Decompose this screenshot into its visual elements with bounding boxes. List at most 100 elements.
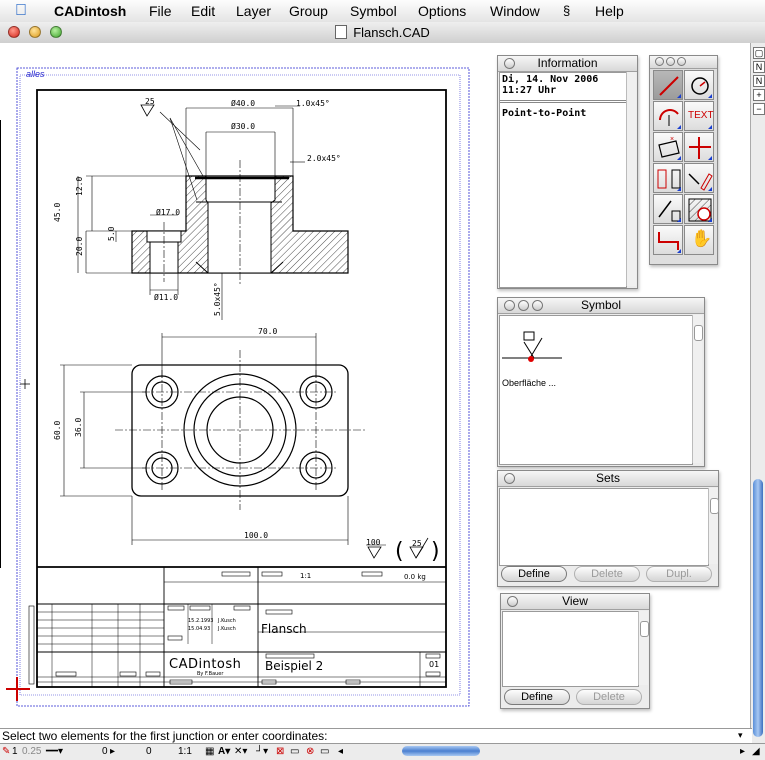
zoom-button[interactable]: [50, 26, 62, 38]
svg-text:5.0: 5.0: [107, 226, 116, 241]
sets-close-button[interactable]: [504, 473, 515, 484]
tools-min-button[interactable]: [666, 57, 675, 66]
line-style-icon[interactable]: ━━▾: [46, 746, 64, 757]
view-scrollbar[interactable]: [638, 611, 649, 685]
plus-icon[interactable]: +: [753, 89, 765, 101]
pan-tool[interactable]: ✋: [684, 225, 714, 255]
pen-number[interactable]: 1: [12, 746, 18, 757]
rectangle-tool[interactable]: ×: [653, 132, 683, 162]
arrow-icon: ▸: [110, 746, 116, 757]
value-field-1[interactable]: 0: [102, 746, 108, 757]
color-icon[interactable]: ⊗: [306, 746, 315, 757]
pen-icon[interactable]: ✎: [2, 746, 11, 757]
tb-scale: 1:1: [300, 572, 311, 580]
scroll-left-icon[interactable]: ◂: [338, 746, 344, 757]
window-title-bar: Flansch.CAD: [0, 22, 765, 44]
symbol-scrollbar[interactable]: [692, 315, 703, 463]
hatch-tool-icon: [688, 198, 712, 222]
top-view-dimensions: 70.0 100.0 60.0 36.0: [53, 327, 277, 540]
layer-icon[interactable]: ⊠: [276, 746, 285, 757]
scroll-right-icon[interactable]: ▸: [740, 746, 746, 757]
symbol-zoom-button[interactable]: [532, 300, 543, 311]
resize-grip-icon[interactable]: ◢: [752, 746, 760, 757]
sets-define-button[interactable]: Define: [501, 566, 567, 582]
grid-icon[interactable]: ▦: [205, 746, 215, 757]
svg-text:70.0: 70.0: [258, 327, 277, 336]
section-view: [77, 104, 349, 320]
menu-file[interactable]: File: [149, 3, 172, 19]
line-tool[interactable]: [653, 70, 683, 100]
split-icon[interactable]: ▢: [753, 47, 765, 59]
tools-zoom-button[interactable]: [677, 57, 686, 66]
information-panel: Information Di, 14. Nov 2006 11:27 Uhr P…: [497, 55, 638, 289]
menu-help[interactable]: Help: [595, 3, 624, 19]
sets-duplicate-button[interactable]: Dupl.: [646, 566, 712, 582]
view-close-button[interactable]: [507, 596, 518, 607]
sets-scrollbar[interactable]: [708, 488, 719, 564]
hide-icon[interactable]: ▭: [320, 746, 330, 757]
svg-text:By F.Bauer: By F.Bauer: [197, 671, 224, 677]
circle-tool[interactable]: [684, 70, 714, 100]
svg-text:(: (: [395, 539, 404, 564]
window-title: Flansch.CAD: [0, 25, 765, 40]
text-style-icon[interactable]: A▾: [218, 746, 231, 757]
scale-field[interactable]: 1:1: [178, 746, 192, 757]
horizontal-scroll-thumb[interactable]: [402, 746, 480, 756]
polyline-tool[interactable]: [653, 225, 683, 255]
info-date: Di, 14. Nov 2006: [502, 74, 599, 85]
measure-icon[interactable]: ▭: [290, 746, 300, 757]
origin-marker: [6, 677, 30, 701]
menu-app[interactable]: CADintosh: [54, 3, 127, 19]
snap-icon[interactable]: ✕▾: [234, 746, 248, 757]
svg-text:45.0: 45.0: [53, 203, 62, 222]
arc-tool[interactable]: [653, 101, 683, 131]
svg-text:5.0x45°: 5.0x45°: [213, 282, 222, 316]
modify-tool-icon: [688, 173, 713, 191]
menu-window[interactable]: Window: [490, 3, 540, 19]
view-panel-title: View: [501, 594, 649, 610]
parallel-tool[interactable]: [653, 163, 683, 193]
menu-layer[interactable]: Layer: [236, 3, 272, 19]
minus-icon[interactable]: −: [753, 103, 765, 115]
menu-group[interactable]: Group: [289, 3, 328, 19]
close-button[interactable]: [8, 26, 20, 38]
tools-close-button[interactable]: [655, 57, 664, 66]
script-menu-icon[interactable]: §: [563, 3, 571, 18]
apple-icon[interactable]: : [15, 2, 27, 20]
symbol-panel-title: Symbol: [498, 298, 704, 314]
zoom-out-icon[interactable]: N: [753, 75, 765, 87]
menu-symbol[interactable]: Symbol: [350, 3, 397, 19]
symbol-close-button[interactable]: [504, 300, 515, 311]
information-scrollbar[interactable]: [626, 72, 636, 286]
delete-tool[interactable]: [653, 194, 683, 224]
svg-text:J.Kusch: J.Kusch: [217, 626, 236, 632]
text-tool[interactable]: TEXT: [684, 101, 714, 131]
svg-text:12.0: 12.0: [75, 177, 84, 196]
view-panel: View Define Delete: [500, 593, 650, 709]
tb-weight: 0.0 kg: [404, 573, 426, 581]
intersection-tool[interactable]: [684, 132, 714, 162]
status-dropdown-icon[interactable]: ▾: [738, 730, 743, 740]
line-tool-icon: [659, 76, 679, 96]
section-dimensions: 25 Ø40.0 1.0x45° Ø30.0 2.0x45° Ø17.0 Ø11…: [53, 97, 341, 316]
vertical-scroll-thumb[interactable]: [753, 479, 763, 737]
view-delete-button[interactable]: Delete: [576, 689, 642, 705]
symbol-item-label[interactable]: Oberfläche ...: [502, 378, 557, 388]
menu-edit[interactable]: Edit: [191, 3, 216, 19]
title-block: 1:1 0.0 kg 15.2.1993 J.Kusch 15.04.93 J.…: [28, 566, 446, 687]
sets-delete-button[interactable]: Delete: [574, 566, 640, 582]
symbol-panel: Symbol Oberfläche ...: [497, 297, 705, 467]
value-field-2[interactable]: 0: [146, 746, 152, 757]
pen-width[interactable]: 0.25: [22, 746, 42, 757]
ortho-icon[interactable]: ┘▾: [256, 746, 269, 757]
information-close-button[interactable]: [504, 58, 515, 69]
modify-tool[interactable]: [684, 163, 714, 193]
menu-options[interactable]: Options: [418, 3, 467, 19]
hatch-tool[interactable]: [684, 194, 714, 224]
info-time: 11:27 Uhr: [502, 85, 557, 96]
view-define-button[interactable]: Define: [504, 689, 570, 705]
symbol-min-button[interactable]: [518, 300, 529, 311]
minimize-button[interactable]: [29, 26, 41, 38]
sets-panel-title: Sets: [498, 471, 718, 487]
zoom-in-icon[interactable]: N: [753, 61, 765, 73]
